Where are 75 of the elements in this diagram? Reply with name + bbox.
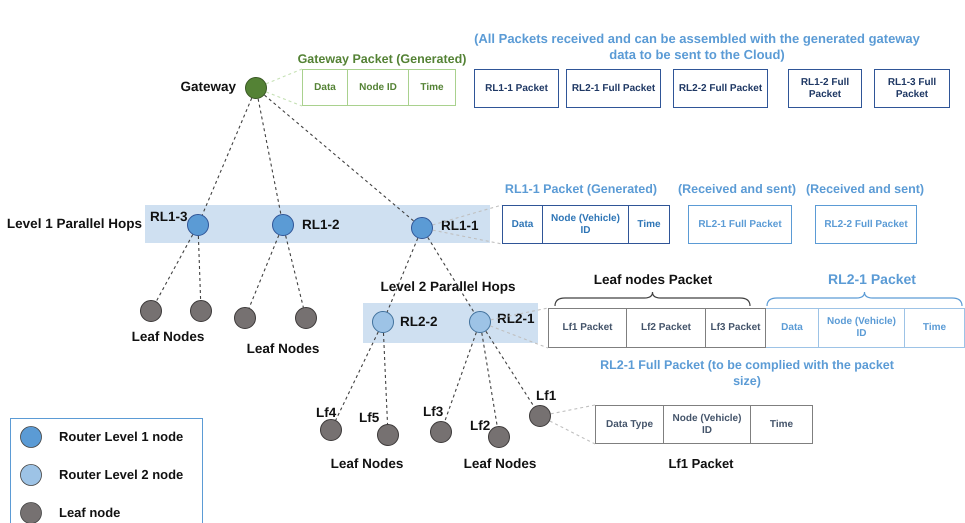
packet-field: Data Type xyxy=(595,405,664,444)
link-line xyxy=(156,234,194,302)
brace-label: Leaf nodes Packet xyxy=(592,272,714,288)
legend-label: Router Level 1 node xyxy=(59,429,184,445)
legend-label: Router Level 2 node xyxy=(59,467,184,483)
node-label: Lf1 xyxy=(536,388,558,404)
link-line xyxy=(485,330,535,408)
link-line xyxy=(386,238,418,312)
packet-field: Time xyxy=(629,205,670,244)
packet-field: Data xyxy=(502,205,543,244)
packet-field: Node ID xyxy=(348,69,409,106)
link-line xyxy=(382,332,388,424)
packet-field: Node (Vehicle) ID xyxy=(664,405,751,444)
link-line xyxy=(202,98,252,216)
link-line xyxy=(335,332,379,420)
packet-box: RL1-3 Full Packet xyxy=(874,69,950,108)
zoom-line xyxy=(432,204,502,226)
zoom-line xyxy=(432,230,502,245)
band-heading: Level 2 Parallel Hops xyxy=(379,279,517,295)
packet-title: RL1-1 Packet (Generated) xyxy=(504,181,658,197)
packet-box: RL2-2 Full Packet xyxy=(673,69,768,108)
zoom-line xyxy=(266,68,302,84)
node-label: Lf2 xyxy=(470,418,492,434)
zoom-line xyxy=(490,325,548,349)
packet-title: (Received and sent) xyxy=(676,181,798,197)
link-line xyxy=(285,236,304,308)
node-label: Lf3 xyxy=(423,404,444,420)
link-line xyxy=(481,332,498,426)
packet-box xyxy=(815,205,917,244)
link-line xyxy=(427,237,475,313)
link-line xyxy=(264,94,414,222)
node-label: RL2-2 xyxy=(400,314,439,330)
node-label: RL1-1 xyxy=(441,218,480,234)
packet-title: Lf1 Packet xyxy=(667,456,735,472)
note-text: (All Packets received and can be assembled with the generated gateway data to be sent to the Cloud) xyxy=(473,31,921,63)
packet-field: Node (Vehicle) ID xyxy=(819,308,905,348)
node-label: RL1-2 xyxy=(302,217,341,233)
link-line xyxy=(248,234,280,308)
link-line xyxy=(258,98,282,214)
packet-name: RL2-1 Full Packet xyxy=(698,218,782,230)
group-label: Leaf Nodes xyxy=(330,456,404,472)
packet-field: Lf1 Packet xyxy=(548,308,627,348)
link-line xyxy=(444,332,477,422)
packet-box: RL1-1 Packet xyxy=(474,69,559,108)
packet-field: Time xyxy=(905,308,965,348)
group-label: Leaf Nodes xyxy=(130,329,206,345)
packet-field: Data xyxy=(766,308,819,348)
group-label: Leaf Nodes xyxy=(246,341,320,357)
zoom-line xyxy=(490,307,548,320)
node-label: Lf5 xyxy=(359,410,380,426)
link-line xyxy=(198,236,202,300)
node-label: RL1-3 xyxy=(150,209,189,225)
node-label: RL2-1 xyxy=(497,311,536,327)
packet-box xyxy=(688,205,792,244)
zoom-line xyxy=(266,92,302,107)
packet-title: (Received and sent) xyxy=(804,181,926,197)
packet-field: Lf2 Packet xyxy=(627,308,706,348)
packet-box: RL1-2 Full Packet xyxy=(788,69,862,108)
node-label: Gateway xyxy=(179,79,236,95)
packet-box: RL2-1 Full Packet xyxy=(566,69,661,108)
zoom-line xyxy=(550,420,596,444)
node-label: Lf4 xyxy=(316,405,338,421)
zoom-line xyxy=(550,404,596,414)
packet-name: RL2-2 Full Packet xyxy=(824,218,908,230)
brace-label: RL2-1 Packet xyxy=(827,271,917,287)
band-heading: Level 1 Parallel Hops xyxy=(6,216,142,232)
packet-field: Time xyxy=(751,405,813,444)
packet-title: RL2-1 Full Packet (to be complied with the packet size) xyxy=(599,357,895,389)
packet-title: Gateway Packet (Generated) xyxy=(296,51,468,67)
packet-field: Data xyxy=(302,69,348,106)
packet-field: Node (Vehicle) ID xyxy=(543,205,629,244)
packet-field: Lf3 Packet xyxy=(706,308,766,348)
packet-field: Time xyxy=(409,69,456,106)
legend-label: Leaf node xyxy=(59,505,120,521)
group-label: Leaf Nodes xyxy=(462,456,538,472)
